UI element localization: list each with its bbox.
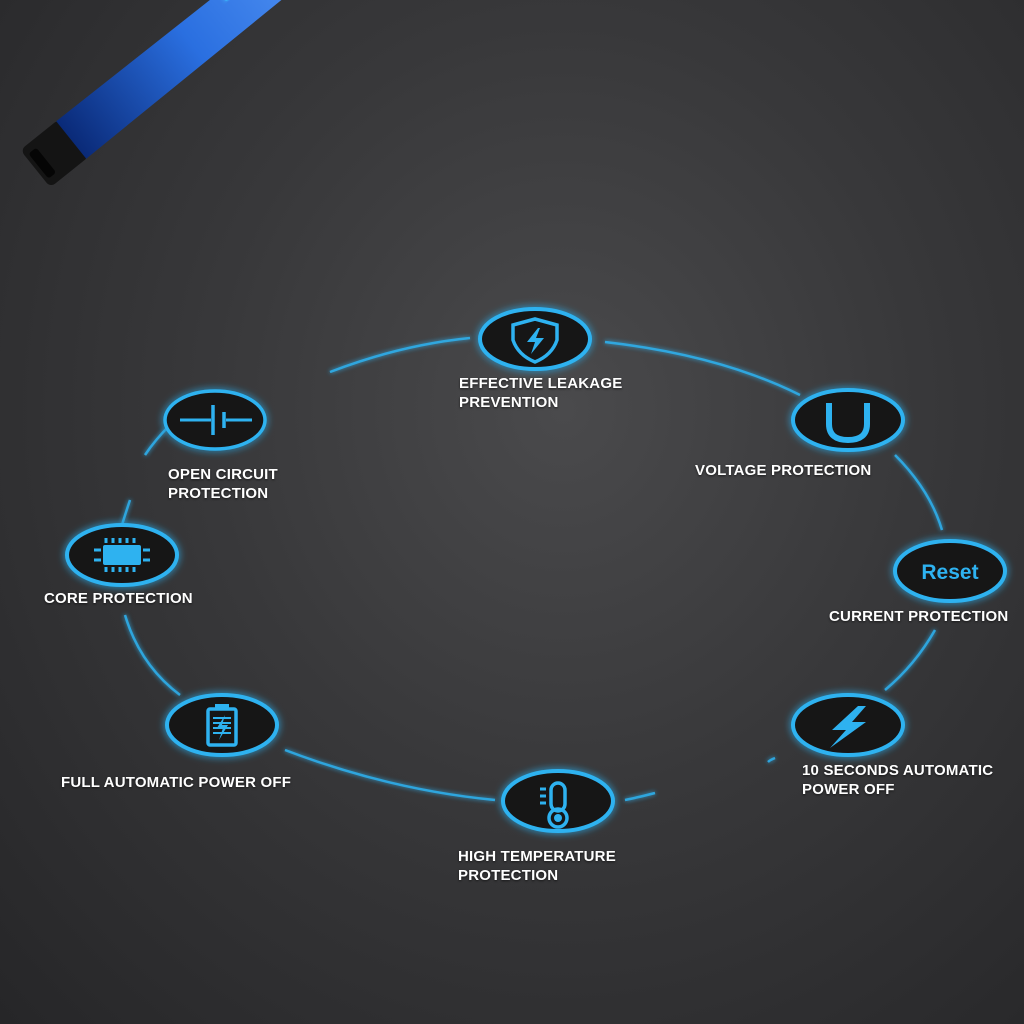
thermometer-icon: [501, 769, 615, 833]
ring-segment: [329, 336, 471, 374]
ring-segment: [604, 340, 801, 397]
reset-text-icon: Reset: [893, 539, 1007, 603]
feature-label-full-auto-off: FULL AUTOMATIC POWER OFF: [61, 774, 292, 791]
ring-segment: [767, 756, 776, 763]
lightning-bolt-icon: [791, 693, 905, 757]
ring-segment: [284, 748, 496, 802]
ring-segment: [120, 499, 132, 526]
ring-segment: [884, 629, 937, 691]
chip-icon: [65, 523, 179, 587]
lighter-main-body: [56, 0, 513, 159]
feature-label-current: CURRENT PROTECTION: [829, 608, 1009, 625]
electric-lighter: [22, 0, 513, 186]
feature-label-high-temp: HIGH TEMPERATURE PROTECTION: [458, 848, 616, 884]
feature-label-open-circuit: OPEN CIRCUIT PROTECTION: [168, 466, 278, 502]
feature-label-voltage: VOLTAGE PROTECTION: [695, 462, 872, 479]
shield-bolt-icon: [478, 307, 592, 371]
u-letter-icon: [791, 388, 905, 452]
feature-ring: [120, 336, 944, 802]
capacitor-icon: [163, 389, 267, 451]
battery-icon: [165, 693, 279, 757]
feature-label-core: CORE PROTECTION: [44, 590, 193, 607]
feature-label-leakage: EFFECTIVE LEAKAGE PREVENTION: [459, 375, 623, 411]
reset-icon-text: Reset: [921, 561, 978, 584]
ring-segment: [894, 454, 944, 531]
ring-segment: [624, 791, 656, 802]
ring-segment: [123, 614, 181, 696]
feature-label-auto-off-10s: 10 SECONDS AUTOMATIC POWER OFF: [802, 762, 994, 798]
